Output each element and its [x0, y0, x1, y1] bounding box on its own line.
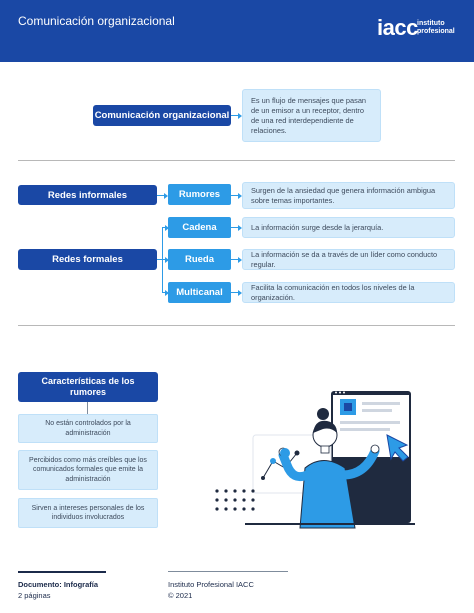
- cadena-label: Cadena: [168, 217, 231, 238]
- document-type: Documento: Infografía: [18, 580, 98, 589]
- rumores-description: Surgen de la ansiedad que genera informa…: [242, 182, 455, 209]
- rumor-trait: Percibidos como más creíbles que los com…: [18, 450, 158, 490]
- connector: [231, 115, 239, 116]
- arrow-right-icon: [238, 192, 242, 199]
- page-count: 2 páginas: [18, 591, 51, 600]
- connector: [157, 259, 163, 260]
- footer-bar: [168, 571, 288, 572]
- connector: [162, 259, 166, 260]
- footer-bar: [18, 571, 106, 573]
- connector: [231, 259, 239, 260]
- multicanal-description: Facilita la comunicación en todos los ni…: [242, 282, 455, 303]
- connector: [157, 195, 165, 196]
- connector: [231, 292, 239, 293]
- arrow-right-icon: [238, 112, 242, 119]
- concept-box: Comunicación organizacional: [93, 105, 231, 126]
- page-title: Comunicación organizacional: [18, 14, 175, 28]
- logo-subtitle: instituto profesional: [417, 20, 455, 35]
- redes-informales-box: Redes informales: [18, 185, 157, 205]
- arrow-right-icon: [238, 289, 242, 296]
- caracteristicas-title: Características de los rumores: [18, 372, 158, 402]
- connector: [162, 227, 166, 228]
- header-banner: Comunicación organizacional iacc institu…: [0, 0, 474, 62]
- redes-formales-box: Redes formales: [18, 249, 157, 270]
- concept-description: Es un flujo de mensajes que pasan de un …: [242, 89, 381, 142]
- arrow-right-icon: [165, 224, 169, 231]
- rumor-trait: No están controlados por la administraci…: [18, 414, 158, 443]
- connector: [231, 227, 239, 228]
- iacc-logo: iacc instituto profesional: [377, 15, 455, 40]
- arrow-right-icon: [165, 256, 169, 263]
- rumor-trait: Sirven a intereses personales de los ind…: [18, 498, 158, 528]
- arrow-right-icon: [164, 192, 168, 199]
- connector: [231, 195, 239, 196]
- rueda-description: La información se da a través de un líde…: [242, 249, 455, 270]
- connector: [162, 292, 166, 293]
- multicanal-label: Multicanal: [168, 282, 231, 303]
- copyright: © 2021: [168, 591, 193, 600]
- section-divider: [18, 160, 455, 161]
- section-divider: [18, 325, 455, 326]
- arrow-right-icon: [238, 224, 242, 231]
- rumores-label: Rumores: [168, 184, 231, 205]
- connector: [87, 402, 88, 414]
- arrow-right-icon: [165, 289, 169, 296]
- arrow-right-icon: [238, 256, 242, 263]
- rueda-label: Rueda: [168, 249, 231, 270]
- person-communication-illustration: [215, 391, 415, 529]
- cadena-description: La información surge desde la jerarquía.: [242, 217, 455, 238]
- organization-name: Instituto Profesional IACC: [168, 580, 254, 589]
- logo-wordmark: iacc: [377, 15, 418, 40]
